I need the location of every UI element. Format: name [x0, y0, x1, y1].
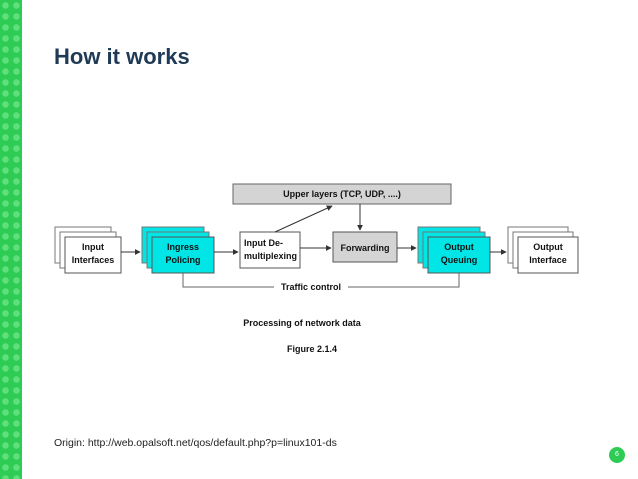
network-processing-diagram: Upper layers (TCP, UDP, ....) Input Inte… [50, 180, 610, 370]
slide-title: How it works [54, 44, 190, 69]
traffic-control-label: Traffic control [281, 282, 341, 292]
ingress-policing-box: Ingress Policing [141, 226, 215, 274]
upper-layers-box: Upper layers (TCP, UDP, ....) [232, 183, 452, 205]
output-interface-box: Output Interface [507, 226, 579, 274]
upper-layers-label: Upper layers (TCP, UDP, ....) [283, 189, 401, 199]
input-demultiplexing-box: Input De- multiplexing [239, 231, 301, 269]
output-interface-line2: Interface [529, 255, 567, 265]
origin-source-text: Origin: http://web.opalsoft.net/qos/defa… [54, 437, 337, 449]
forwarding-box: Forwarding [332, 231, 398, 263]
figure-caption-title: Processing of network data [243, 318, 362, 328]
input-interfaces-line2: Interfaces [72, 255, 115, 265]
ingress-policing-line2: Policing [165, 255, 200, 265]
ingress-policing-line1: Ingress [167, 242, 199, 252]
output-queuing-line1: Output [444, 242, 474, 252]
output-queuing-line2: Queuing [441, 255, 478, 265]
input-interfaces-line1: Input [82, 242, 104, 252]
input-interfaces-box: Input Interfaces [54, 226, 122, 274]
page-number-badge: 6 [609, 447, 625, 463]
figure-caption-number: Figure 2.1.4 [287, 344, 337, 354]
decorative-side-strip [0, 0, 22, 479]
input-demux-line2: multiplexing [244, 251, 297, 261]
output-interface-line1: Output [533, 242, 563, 252]
forwarding-label: Forwarding [341, 243, 390, 253]
traffic-control-bracket: Traffic control [182, 273, 460, 292]
input-demux-line1: Input De- [244, 238, 283, 248]
arrow-demux-to-upper [274, 205, 333, 233]
output-queuing-box: Output Queuing [417, 226, 491, 274]
